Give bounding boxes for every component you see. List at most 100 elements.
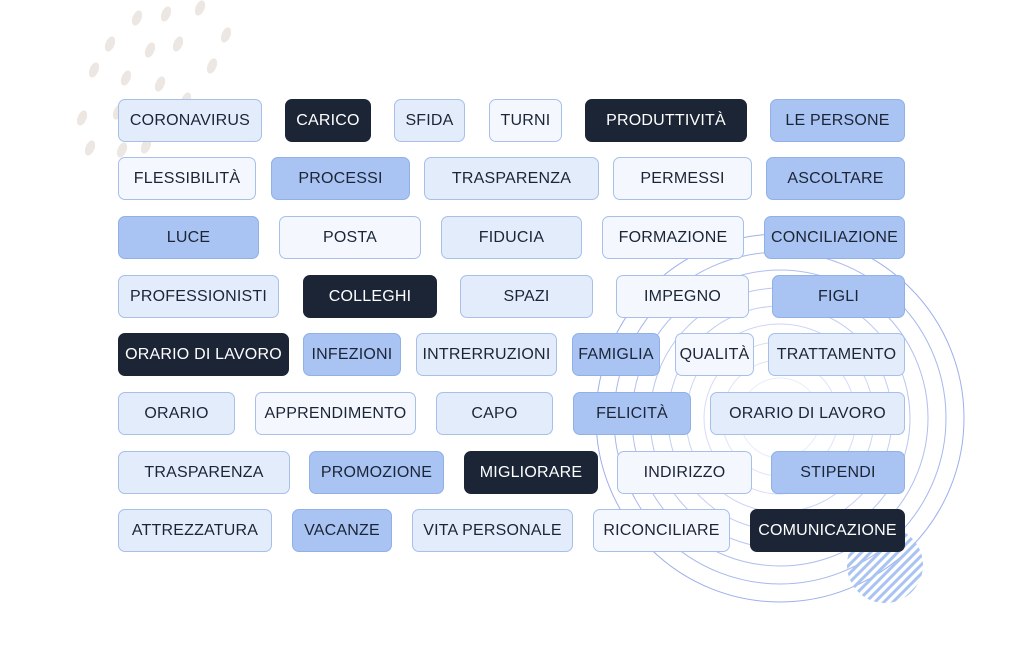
tag-label: POSTA [322,228,378,246]
tag-label: ORARIO DI LAVORO [729,404,886,422]
tag-label: TRASPARENZA [451,169,572,187]
tag-trattamento[interactable]: TRATTAMENTO [768,333,905,376]
tag-professionisti[interactable]: PROFESSIONISTI [118,275,279,318]
pattern-dot [140,138,152,154]
tag-label: TURNI [500,111,551,129]
tag-label: PROCESSI [298,169,383,187]
tag-flessibilita[interactable]: FLESSIBILITÀ [118,157,256,200]
tag-attrezzatura[interactable]: ATTREZZATURA [118,509,272,552]
tag-orario-di-lavoro-2[interactable]: ORARIO DI LAVORO [710,392,905,435]
tag-label: PERMESSI [640,169,725,187]
pattern-stripe [870,527,923,603]
pattern-dot [206,58,218,74]
tag-label: FELICITÀ [596,404,668,422]
tag-label: QUALITÀ [679,345,750,363]
tag-label: FORMAZIONE [618,228,728,246]
tag-label: PROFESSIONISTI [129,287,268,305]
tag-orario-di-lavoro[interactable]: ORARIO DI LAVORO [118,333,289,376]
tag-label: RICONCILIARE [603,521,720,539]
tag-indirizzo[interactable]: INDIRIZZO [617,451,752,494]
tag-sfida[interactable]: SFIDA [394,99,465,142]
tag-label: MIGLIORARE [479,463,583,481]
tag-felicita[interactable]: FELICITÀ [573,392,691,435]
tag-vita-personale[interactable]: VITA PERSONALE [412,509,573,552]
tag-qualita[interactable]: QUALITÀ [675,333,754,376]
tag-label: LUCE [166,228,211,246]
pattern-dot [116,142,128,158]
tag-processi[interactable]: PROCESSI [271,157,410,200]
pattern-dot [160,6,172,22]
tag-label: FAMIGLIA [578,345,654,363]
tag-apprendimento[interactable]: APPRENDIMENTO [255,392,416,435]
tag-riconciliare[interactable]: RICONCILIARE [593,509,730,552]
pattern-stripe [861,527,923,603]
pattern-dot [144,42,156,58]
pattern-dot [194,0,206,16]
tag-label: COMUNICAZIONE [758,521,897,539]
pattern-stripe [847,527,923,603]
pattern-stripe [879,527,923,603]
tag-promozione[interactable]: PROMOZIONE [309,451,444,494]
tag-stipendi[interactable]: STIPENDI [771,451,905,494]
pattern-dot [131,10,143,26]
tag-spazi[interactable]: SPAZI [460,275,593,318]
tag-label: FLESSIBILITÀ [133,169,241,187]
tag-label: CONCILIAZIONE [770,228,899,246]
tag-vacanze[interactable]: VACANZE [292,509,392,552]
tag-produttivita[interactable]: PRODUTTIVITÀ [585,99,747,142]
tag-label: SFIDA [405,111,454,129]
tag-coronavirus[interactable]: CORONAVIRUS [118,99,262,142]
pattern-dot [104,36,116,52]
tag-label: INDIRIZZO [643,463,726,481]
tag-label: TRATTAMENTO [776,345,897,363]
tag-comunicazione[interactable]: COMUNICAZIONE [750,509,905,552]
tag-colleghi[interactable]: COLLEGHI [303,275,437,318]
tag-carico[interactable]: CARICO [285,99,371,142]
tag-orario[interactable]: ORARIO [118,392,235,435]
tag-trasparenza-2[interactable]: TRASPARENZA [118,451,290,494]
tag-infezioni[interactable]: INFEZIONI [303,333,401,376]
tag-impegno[interactable]: IMPEGNO [616,275,749,318]
tag-luce[interactable]: LUCE [118,216,259,259]
tag-label: ATTREZZATURA [131,521,259,539]
tag-ascoltare[interactable]: ASCOLTARE [766,157,905,200]
pattern-dot [76,110,88,126]
tag-turni[interactable]: TURNI [489,99,562,142]
tag-le-persone[interactable]: LE PERSONE [770,99,905,142]
tag-famiglia[interactable]: FAMIGLIA [572,333,660,376]
tag-label: ORARIO [144,404,209,422]
tag-label: CAPO [471,404,518,422]
tag-label: APPRENDIMENTO [264,404,407,422]
tag-label: TRASPARENZA [144,463,264,481]
tag-label: INFEZIONI [311,345,393,363]
tag-label: FIGLI [817,287,859,305]
dot-pattern-decoration [76,0,232,176]
tag-label: INTRERRUZIONI [422,345,551,363]
tag-migliorare[interactable]: MIGLIORARE [464,451,598,494]
tag-posta[interactable]: POSTA [279,216,421,259]
tag-label: COLLEGHI [328,287,412,305]
tag-permessi[interactable]: PERMESSI [613,157,752,200]
tag-label: LE PERSONE [785,111,890,129]
pattern-dot [88,62,100,78]
tag-label: VACANZE [304,521,380,539]
pattern-dot [154,76,166,92]
pattern-stripe [915,527,923,603]
tag-label: SPAZI [503,287,550,305]
tag-fiducia[interactable]: FIDUCIA [441,216,582,259]
tag-capo[interactable]: CAPO [436,392,553,435]
pattern-dot [84,140,96,156]
tag-figli[interactable]: FIGLI [772,275,905,318]
tag-label: STIPENDI [800,463,876,481]
tag-intrerruzioni[interactable]: INTRERRUZIONI [416,333,557,376]
tag-label: PRODUTTIVITÀ [606,111,726,129]
pattern-dot [220,27,232,43]
tag-formazione[interactable]: FORMAZIONE [602,216,744,259]
tag-label: ASCOLTARE [787,169,884,187]
pattern-stripe [888,527,923,603]
tag-trasparenza[interactable]: TRASPARENZA [424,157,599,200]
tag-conciliazione[interactable]: CONCILIAZIONE [764,216,905,259]
tag-label: PROMOZIONE [320,463,433,481]
tag-label: VITA PERSONALE [423,521,562,539]
